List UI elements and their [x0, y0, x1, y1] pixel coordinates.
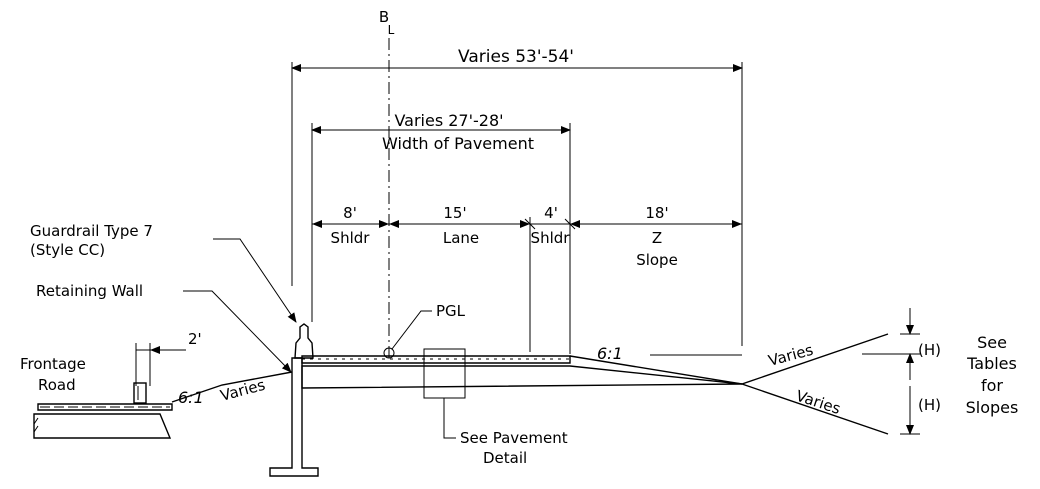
see-tables-1: See	[977, 333, 1007, 352]
ratio-left-label: 6:1	[178, 388, 204, 407]
varies-right-bottom: Varies	[794, 387, 843, 418]
pavement-section	[301, 355, 743, 389]
lane-label: Lane	[443, 229, 479, 247]
two-foot-dimension: 2'	[135, 330, 202, 386]
guardrail-label-line2: (Style CC)	[30, 241, 105, 259]
pgl-callout: PGL	[383, 302, 466, 359]
see-tables-3: for	[981, 376, 1003, 395]
varies-right-top: Varies	[766, 341, 815, 370]
see-tables-2: Tables	[966, 354, 1017, 373]
shldr-right-label: Shldr	[531, 229, 571, 247]
see-tables-4: Slopes	[966, 398, 1019, 417]
pavement-width-caption: Width of Pavement	[382, 134, 534, 153]
pavement-detail-callout: See Pavement Detail	[423, 348, 568, 467]
retaining-wall-callout: Retaining Wall	[36, 282, 292, 373]
slope-dim: 18'	[645, 204, 668, 222]
lane-dim: 15'	[443, 204, 466, 222]
overall-width-label: Varies 53'-54'	[458, 47, 574, 67]
pavement-detail-label-2: Detail	[483, 449, 527, 467]
varies-left-label: Varies	[218, 376, 267, 405]
centerline-symbol: B L	[379, 8, 395, 37]
centerline-label: B	[379, 8, 389, 26]
guardrail-post	[294, 323, 314, 359]
retaining-wall	[269, 357, 319, 477]
component-dimensions: 8' Shldr 15' Lane 4' Shldr 18' Z Slope	[312, 204, 742, 352]
frontage-road: Frontage Road	[20, 355, 173, 439]
guardrail-callout: Guardrail Type 7 (Style CC)	[30, 222, 297, 323]
guardrail-label-line1: Guardrail Type 7	[30, 222, 153, 240]
left-slope: 6:1 Varies	[171, 371, 293, 407]
overall-width-dimension: Varies 53'-54'	[291, 47, 743, 346]
ratio-right-label: 6:1	[597, 344, 623, 363]
h-top-label: (H)	[918, 341, 941, 359]
h-bottom-label: (H)	[918, 396, 941, 414]
height-dimensions: (H) (H)	[862, 308, 941, 435]
shldr-left-dim: 8'	[343, 204, 357, 222]
frontage-label-line2: Road	[38, 376, 76, 394]
shldr-right-dim: 4'	[544, 204, 558, 222]
two-ft-label: 2'	[188, 330, 202, 348]
right-slopes: 6:1 Varies Varies	[597, 333, 889, 435]
pavement-width-label: Varies 27'-28'	[394, 111, 503, 130]
see-tables-note: See Tables for Slopes	[966, 333, 1019, 417]
frontage-label-line1: Frontage	[20, 355, 86, 373]
pavement-detail-label-1: See Pavement	[460, 429, 568, 447]
pgl-label: PGL	[436, 302, 466, 320]
retaining-wall-label: Retaining Wall	[36, 282, 143, 300]
slope-word-label: Slope	[636, 251, 678, 269]
centerline-sub-label: L	[388, 23, 395, 37]
pavement-width-dimension: Varies 27'-28' Width of Pavement	[311, 111, 571, 354]
shldr-left-label: Shldr	[331, 229, 371, 247]
slope-z-label: Z	[652, 229, 662, 247]
